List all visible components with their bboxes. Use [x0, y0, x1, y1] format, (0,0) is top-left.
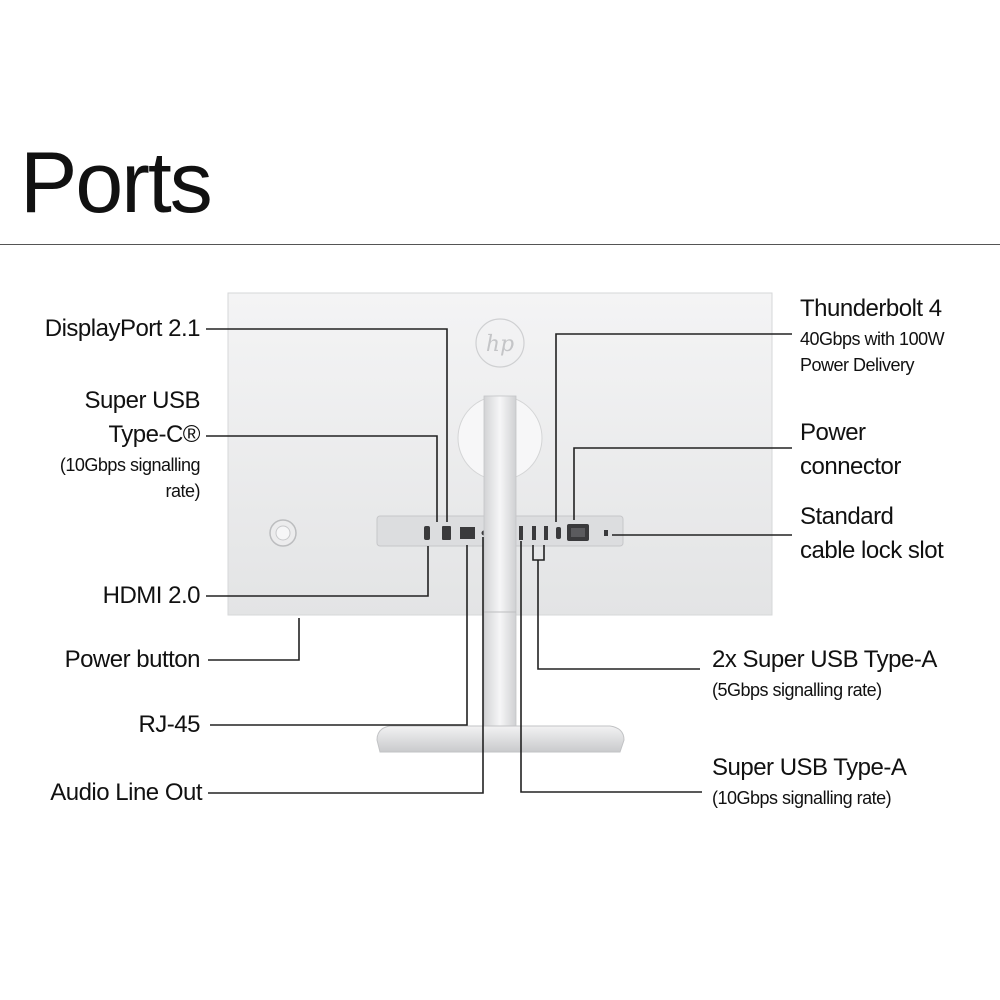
lock-slot: [604, 530, 608, 536]
label-hdmi: HDMI 2.0: [102, 582, 201, 609]
leader-usba-bracket: [532, 545, 545, 561]
stand-base: [376, 725, 625, 753]
label-rj45: RJ-45: [138, 711, 200, 738]
power-button-icon: [269, 519, 297, 547]
page-title: Ports: [20, 135, 213, 231]
header-divider: [0, 244, 1000, 245]
label-usb-a: Super USB Type-A (10Gbps signalling rate…: [712, 754, 907, 808]
usb-a-port-2: [532, 526, 536, 540]
label-lock-slot: Standard cable lock slot: [800, 503, 944, 564]
displayport-port: [442, 526, 451, 540]
leader-power-connector: [573, 447, 792, 520]
usb-c-port: [424, 526, 430, 540]
leader-power-button: [208, 618, 300, 661]
label-thunderbolt: Thunderbolt 4 40Gbps with 100W Power Del…: [800, 295, 945, 375]
rj45-port: [460, 527, 475, 539]
thunderbolt-port: [556, 527, 561, 539]
label-audio-line-out: Audio Line Out: [50, 779, 202, 806]
label-power-connector: Power connector: [800, 419, 901, 480]
leader-thunderbolt: [555, 333, 792, 522]
leader-displayport: [206, 328, 448, 522]
leader-usbc: [206, 435, 438, 522]
leader-lines: [206, 328, 792, 794]
usb-a-port-1: [519, 526, 523, 540]
leader-usba-2x: [537, 560, 700, 670]
svg-text:hp: hp: [486, 332, 514, 357]
label-power-button: Power button: [64, 646, 201, 673]
leader-rj45: [210, 545, 468, 726]
leader-hdmi: [206, 546, 429, 597]
label-usb-c: Super USB Type-C® (10Gbps signalling rat…: [59, 387, 201, 501]
leader-audio: [208, 537, 484, 794]
hp-logo: hp: [475, 318, 525, 368]
stand-neck: [483, 395, 517, 745]
label-displayport: DisplayPort 2.1: [44, 315, 201, 342]
leader-usba: [520, 541, 702, 793]
label-usb-a-2x: 2x Super USB Type-A (5Gbps signalling ra…: [712, 646, 937, 700]
usb-a-port-3: [544, 526, 548, 540]
